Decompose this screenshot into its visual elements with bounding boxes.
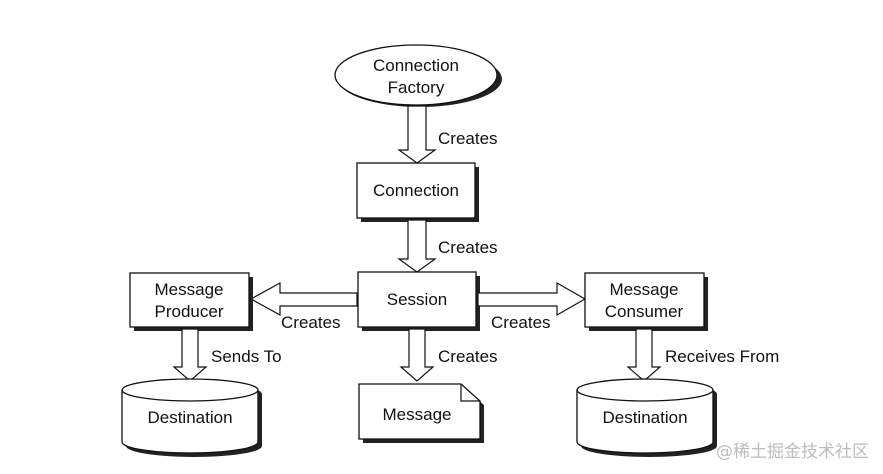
connection-factory-label-line1: Connection <box>373 56 459 75</box>
connection-factory-label-line2: Factory <box>388 78 445 97</box>
connection-label: Connection <box>373 181 459 200</box>
arrow-connection-to-session <box>397 219 437 273</box>
watermark: @稀土掘金技术社区 <box>716 442 869 462</box>
destination-left-label: Destination <box>147 408 232 427</box>
destination-right-node: Destination <box>576 378 717 457</box>
edge-label-session-to-message: Creates <box>438 347 498 366</box>
edge-label-factory-to-connection: Creates <box>438 129 498 148</box>
message-consumer-label-line2: Consumer <box>605 302 684 321</box>
edge-label-producer-to-destination: Sends To <box>211 347 282 366</box>
arrow-producer-to-destination <box>172 328 208 382</box>
arrow-session-to-producer <box>249 281 358 317</box>
edge-label-connection-to-session: Creates <box>438 238 498 257</box>
message-producer-node: Message Producer <box>129 272 253 331</box>
edge-label-consumer-to-destination: Receives From <box>665 347 779 366</box>
message-consumer-node: Message Consumer <box>584 272 708 331</box>
arrow-session-to-message <box>399 328 435 382</box>
connection-node: Connection <box>356 162 479 222</box>
connection-factory-node: Connection Factory <box>334 44 502 107</box>
destination-left-node: Destination <box>121 378 262 457</box>
message-producer-label-line1: Message <box>155 280 224 299</box>
message-consumer-label-line1: Message <box>610 280 679 299</box>
arrow-session-to-consumer <box>477 281 587 317</box>
edge-label-session-to-producer: Creates <box>281 313 341 332</box>
destination-right-label: Destination <box>602 408 687 427</box>
arrow-factory-to-connection <box>397 105 437 164</box>
edge-label-session-to-consumer: Creates <box>491 313 551 332</box>
session-label: Session <box>387 290 447 309</box>
message-node: Message <box>358 383 484 443</box>
session-node: Session <box>357 271 480 331</box>
message-label: Message <box>383 405 452 424</box>
message-producer-label-line2: Producer <box>155 302 224 321</box>
arrow-consumer-to-destination <box>626 328 662 382</box>
